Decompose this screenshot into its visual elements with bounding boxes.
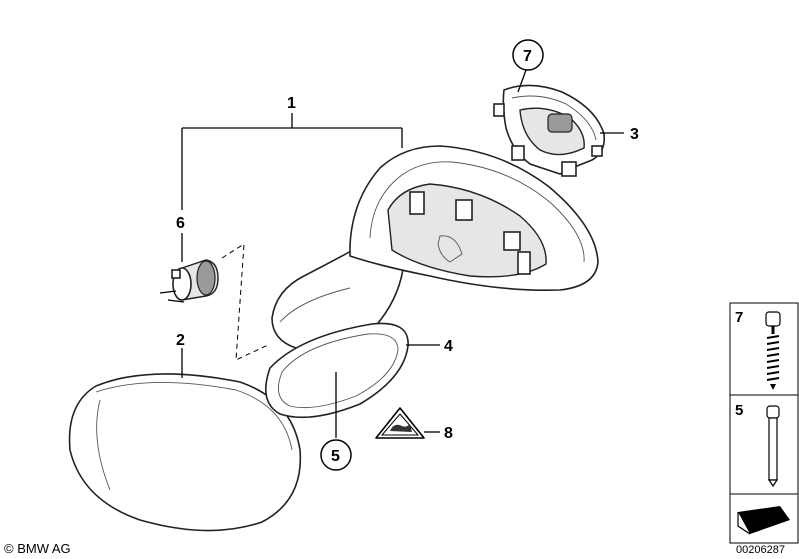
warning-triangle-icon [375, 407, 425, 439]
callout-1-bracket [181, 113, 403, 210]
callout-5: 5 [331, 448, 340, 465]
callout-4: 4 [444, 338, 453, 355]
side-panel-item-5: 5 [735, 402, 743, 419]
arrow-icon [737, 506, 790, 535]
side-panel-item-7: 7 [735, 309, 743, 326]
callout-7-circle [512, 39, 544, 71]
callout-6: 6 [176, 215, 185, 232]
part-2-mirror-cap [68, 373, 302, 532]
screw-7-icon [765, 311, 781, 390]
part-1-mirror-housing [271, 145, 599, 371]
callout-5-circle [320, 439, 352, 471]
callout-1: 1 [287, 95, 296, 112]
document-number: 00206287 [736, 544, 785, 556]
copyright-text: © BMW AG [4, 541, 71, 556]
part-4-gasket [264, 322, 409, 419]
screw-5-icon [766, 405, 780, 488]
part-3-motor-unit [493, 84, 606, 177]
callout-2: 2 [176, 332, 185, 349]
callout-8: 8 [444, 425, 453, 442]
part-6-connector [159, 259, 219, 303]
callout-7-leader [517, 69, 527, 93]
callout-7: 7 [523, 48, 532, 65]
dashed-connection [221, 243, 271, 361]
side-panel [729, 302, 799, 544]
callout-3: 3 [630, 126, 639, 143]
